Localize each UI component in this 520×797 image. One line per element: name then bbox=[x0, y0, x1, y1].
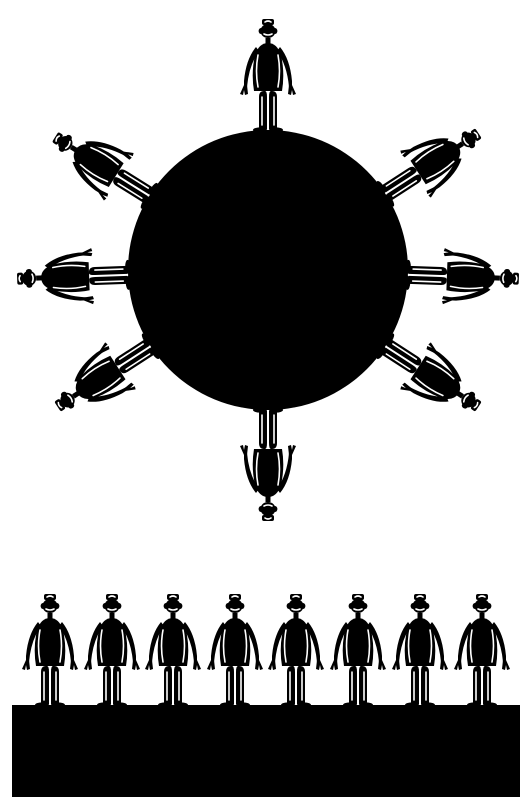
row-figure bbox=[330, 594, 386, 708]
row-figure bbox=[145, 594, 201, 708]
row-figure bbox=[268, 594, 324, 708]
planet-figure-bottom bbox=[240, 407, 296, 521]
row-figure bbox=[22, 594, 78, 708]
planet-figure-top bbox=[240, 19, 296, 133]
row-figure bbox=[207, 594, 263, 708]
planet-figure-left bbox=[16, 247, 131, 307]
planet-figure-right bbox=[404, 247, 519, 307]
row-figure bbox=[392, 594, 448, 708]
row-figure bbox=[454, 594, 510, 708]
row-figures bbox=[22, 594, 510, 708]
ground-block bbox=[12, 705, 520, 797]
row-figure bbox=[84, 594, 140, 708]
planet bbox=[128, 130, 408, 410]
